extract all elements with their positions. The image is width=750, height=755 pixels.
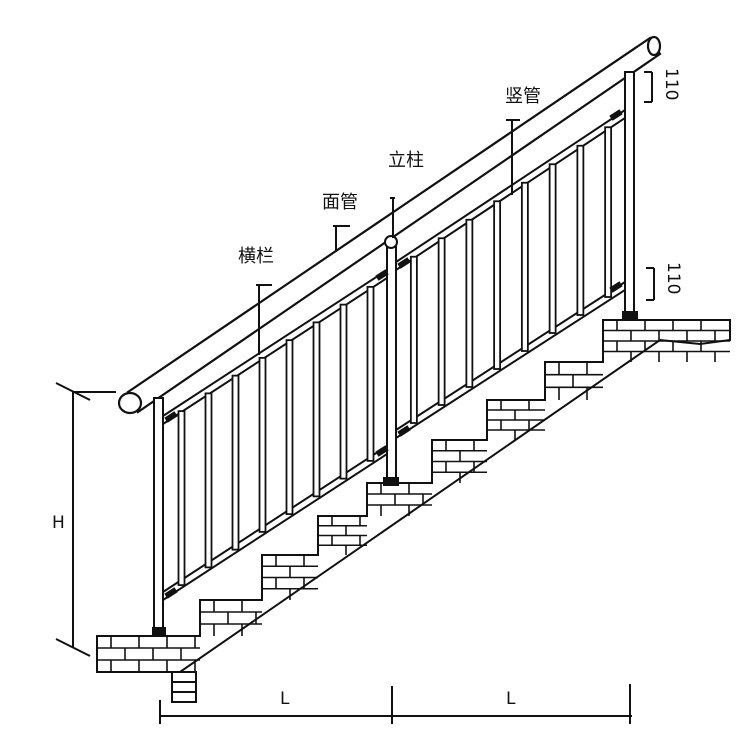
height-dimension <box>55 382 116 657</box>
vertical-bar <box>520 181 529 352</box>
vertical-bar <box>285 339 294 516</box>
posts <box>152 71 638 637</box>
vertical-bar <box>204 392 213 569</box>
vertical-bar <box>409 255 418 424</box>
vertical-bar <box>548 163 557 334</box>
vertical-bar <box>177 410 186 587</box>
vertical-bar <box>312 321 321 498</box>
dim-top-offset: 110 <box>661 68 681 100</box>
post-middle <box>386 239 397 485</box>
vertical-bar <box>493 200 502 370</box>
label-horizontal-rail: 横栏 <box>238 246 274 267</box>
vertical-bar <box>576 144 585 316</box>
vertical-bar <box>465 218 474 388</box>
vertical-bar <box>258 356 267 533</box>
span-dimension <box>159 684 632 724</box>
rail-connectors <box>164 109 623 599</box>
dim-bottom-offset: 110 <box>663 262 683 294</box>
dim-span-right: L <box>506 689 516 709</box>
dim-span-left: L <box>280 689 290 709</box>
post-left <box>153 397 164 635</box>
horizontal-rails <box>162 108 626 602</box>
bottom-offset-dimension <box>646 267 655 301</box>
vertical-bar <box>231 374 240 551</box>
label-handrail: 面管 <box>322 192 358 213</box>
vertical-bar <box>339 303 348 480</box>
lower-support <box>171 671 197 703</box>
post-right <box>624 71 635 319</box>
leader-lines <box>256 119 520 355</box>
label-post: 立柱 <box>388 150 424 171</box>
dim-height-label: H <box>52 513 65 533</box>
vertical-bar <box>437 237 446 406</box>
label-vertical-bar: 竖管 <box>505 86 541 107</box>
vertical-bar <box>604 126 613 298</box>
vertical-bar <box>366 285 375 462</box>
top-offset-dimension <box>644 71 653 103</box>
vertical-bars <box>177 126 613 587</box>
brick-pattern <box>97 320 730 672</box>
